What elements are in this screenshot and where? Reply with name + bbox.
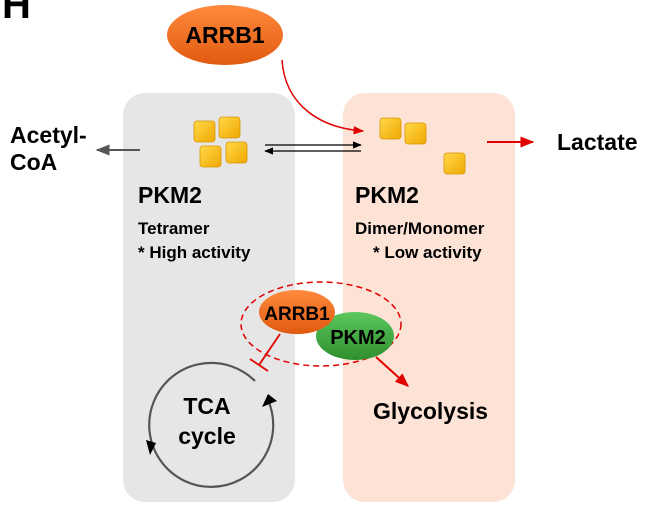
tca-label-line2: cycle [178, 423, 236, 449]
right-pkm2-title: PKM2 [355, 182, 419, 208]
complex-arrb1-node [259, 290, 335, 334]
right-activity-label: * Low activity [373, 243, 482, 262]
inhibition-arrow [249, 333, 281, 372]
pkm2-tetramer-icon [193, 116, 248, 168]
arrb1-to-dimer-arrow [281, 59, 365, 135]
panel-letter: H [2, 0, 31, 27]
acetyl-coa-label-line1: Acetyl- [10, 122, 87, 148]
complex-pkm2-node [316, 312, 394, 360]
arrb1-top-node [167, 5, 283, 65]
right-panel [343, 93, 515, 502]
complex-pkm2-label: PKM2 [330, 327, 386, 349]
glycolysis-label: Glycolysis [373, 398, 488, 424]
tca-cycle-icon [146, 361, 277, 488]
lactate-label: Lactate [557, 129, 638, 155]
pkm2-dimer-monomer-icon [379, 117, 466, 175]
acetyl-coa-label-line2: CoA [10, 149, 57, 175]
arrb1-top-label: ARRB1 [185, 22, 264, 48]
left-state-label: Tetramer [138, 219, 210, 238]
left-pkm2-title: PKM2 [138, 182, 202, 208]
right-state-label: Dimer/Monomer [355, 219, 485, 238]
complex-dashed-outline [240, 281, 402, 367]
to-glycolysis-arrow [375, 356, 410, 387]
left-panel [123, 93, 295, 502]
complex-arrb1-label: ARRB1 [264, 304, 330, 325]
tca-label-line1: TCA [183, 393, 230, 419]
left-activity-label: * High activity [138, 243, 251, 262]
